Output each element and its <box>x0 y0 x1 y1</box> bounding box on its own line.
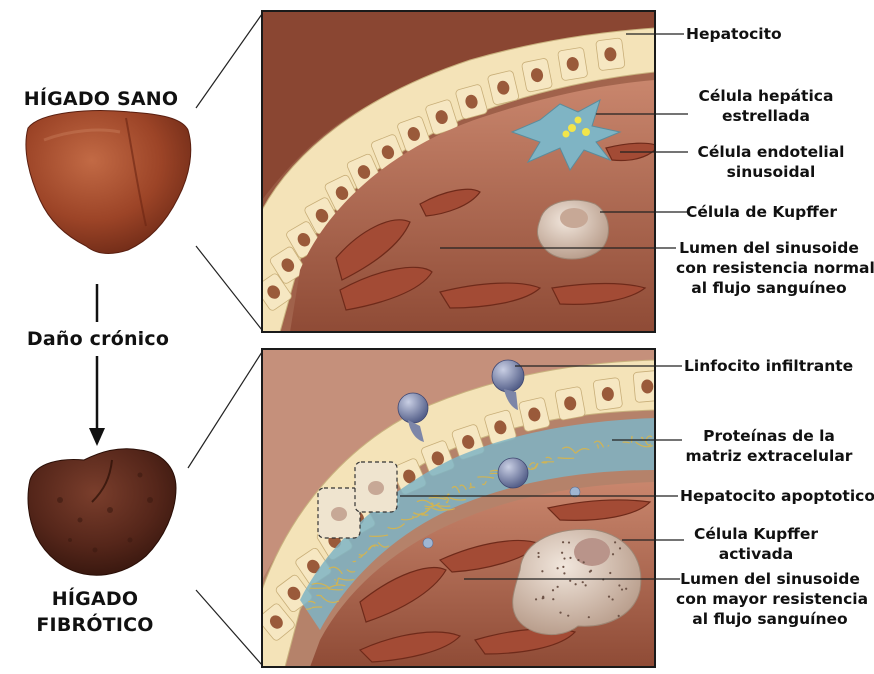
label-hepatocyte: Hepatocito <box>686 24 782 44</box>
healthy-sinusoid-panel <box>254 11 658 332</box>
label-activated-kupffer: Célula Kupffer activada <box>686 524 826 564</box>
hepatocyte-cell <box>555 386 586 420</box>
fibrotic-sinusoid-panel <box>257 349 662 667</box>
label-stellate-cell: Célula hepática estrellada <box>686 86 846 126</box>
healthy-liver-image <box>26 111 191 254</box>
label-ecm-proteins: Proteínas de la matriz extracelular <box>682 426 856 466</box>
hepatocyte-cell <box>557 47 587 81</box>
healthy-liver-title: HÍGADO SANO <box>16 86 186 112</box>
hepatocyte-cell <box>593 377 623 410</box>
hepatocyte-cell <box>633 370 662 402</box>
chronic-damage-label: Daño crónico <box>8 326 188 352</box>
label-lumen-increased: Lumen del sinusoide con mayor resistenci… <box>676 569 864 629</box>
hepatocyte-cell <box>596 38 626 71</box>
label-lumen-normal: Lumen del sinusoide con resistencia norm… <box>676 238 862 298</box>
fibrotic-liver-title: HÍGADO FIBRÓTICO <box>20 586 170 638</box>
fibrotic-liver-image <box>28 449 176 575</box>
label-kupffer-cell: Célula de Kupffer <box>686 202 837 222</box>
chronic-damage-arrowhead <box>89 428 105 446</box>
label-endothelial-cell: Célula endotelial sinusoidal <box>686 142 856 182</box>
label-infiltrating-lymphocyte: Linfocito infiltrante <box>684 356 853 376</box>
label-apoptotic-hepatocyte: Hepatocito apoptotico <box>680 486 874 506</box>
hepatocyte-cell <box>521 58 552 93</box>
